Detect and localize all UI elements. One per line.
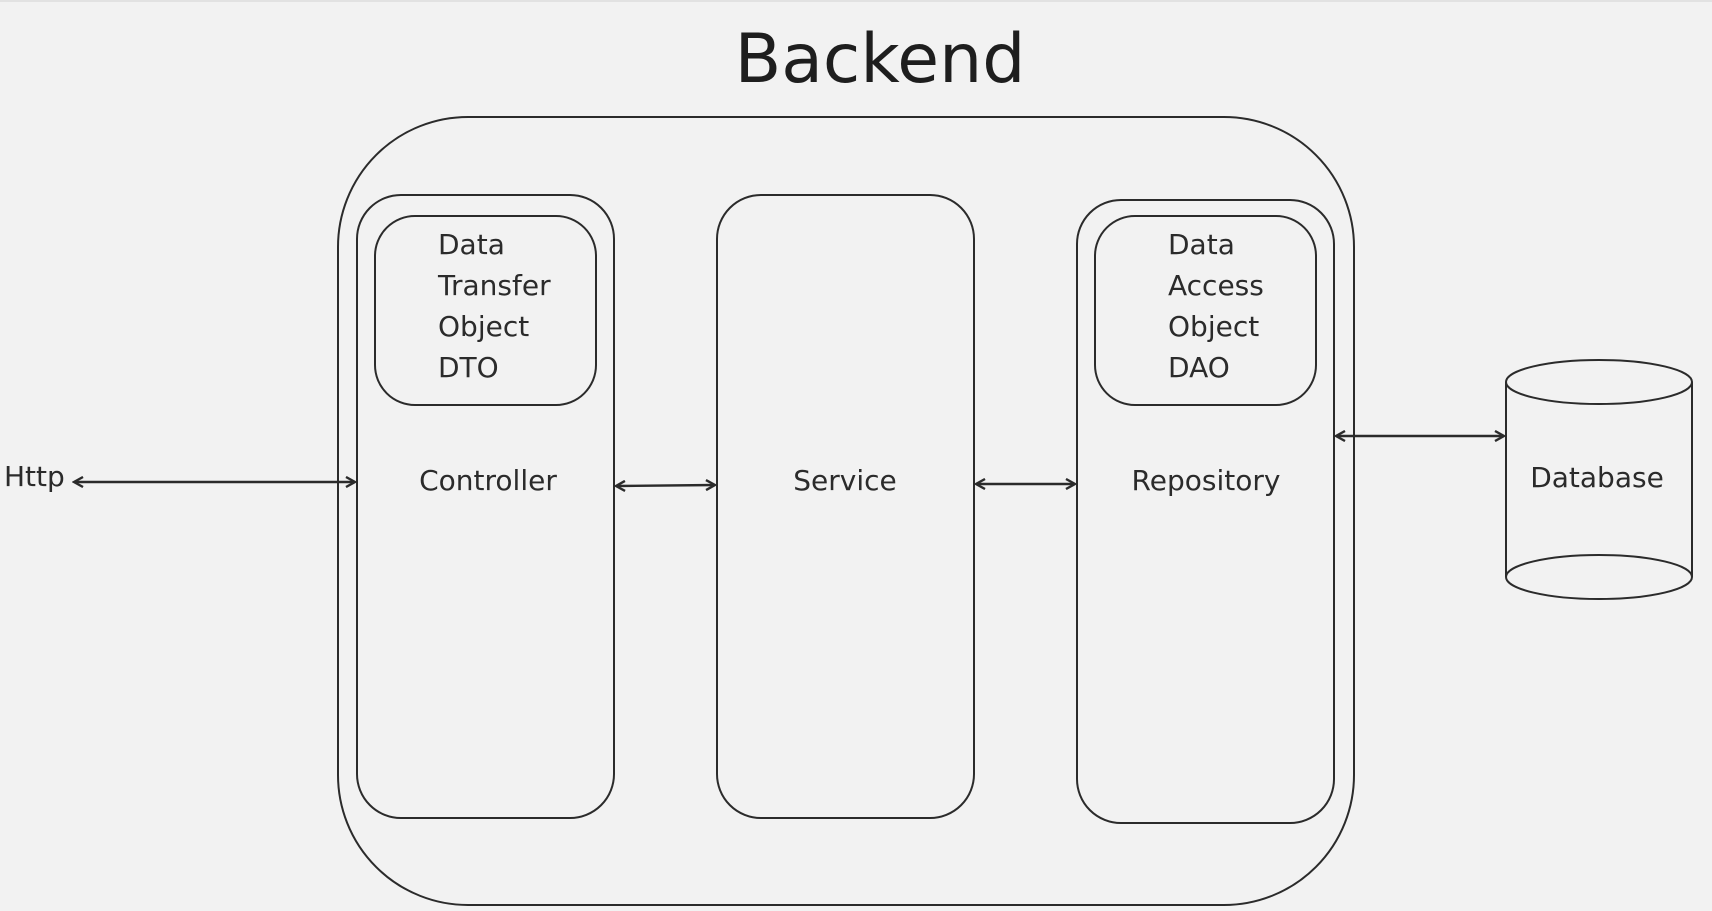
dao-box — [1094, 215, 1317, 406]
repository-label: Repository — [1131, 464, 1281, 497]
diagram-title: Backend — [734, 20, 1026, 99]
dao-line: Object — [1168, 310, 1260, 343]
database-label: Database — [1530, 461, 1664, 494]
service-label: Service — [793, 464, 897, 497]
service-box — [716, 194, 975, 819]
controller-box — [356, 194, 615, 819]
dto-line: DTO — [438, 351, 499, 384]
dao-line: Data — [1168, 228, 1235, 261]
dao-label: Data Access Object DAO — [1168, 224, 1264, 388]
dto-line: Object — [438, 310, 530, 343]
dto-line: Transfer — [438, 269, 551, 302]
dto-line: Data — [438, 228, 505, 261]
dao-line: Access — [1168, 269, 1264, 302]
controller-label: Controller — [419, 464, 557, 497]
backend-container — [337, 116, 1355, 906]
dto-box — [374, 215, 597, 406]
controller-service-arrow — [616, 485, 715, 486]
repository-box — [1076, 199, 1335, 824]
dto-label: Data Transfer Object DTO — [438, 224, 551, 388]
http-label: Http — [4, 460, 65, 493]
database-cylinder — [1505, 359, 1693, 600]
dao-line: DAO — [1168, 351, 1230, 384]
